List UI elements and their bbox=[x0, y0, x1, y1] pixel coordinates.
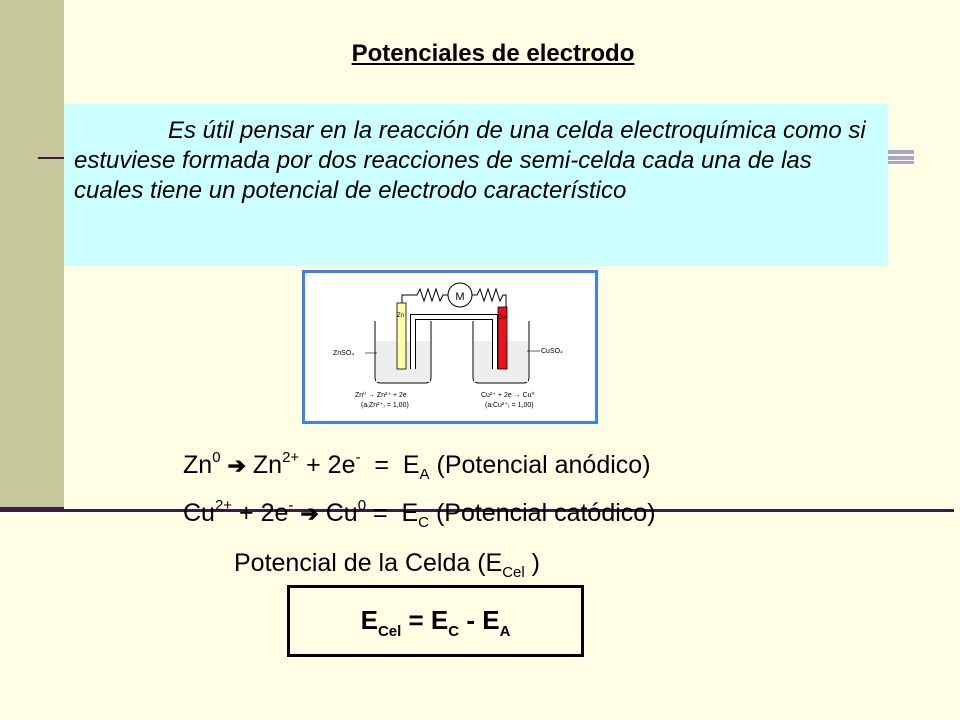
galvanic-cell-figure: M Zn Cu ZnSO₄ CuSO₄ Zn⁰ → Zn²⁺ + 2e (a₍Z… bbox=[302, 270, 598, 424]
motor-icon bbox=[447, 282, 473, 308]
arrow-icon: ➔ bbox=[300, 501, 319, 526]
wire-right bbox=[472, 287, 507, 309]
right-solution-label: CuSO₄ bbox=[541, 348, 563, 355]
divider-line bbox=[888, 150, 914, 164]
right-reaction-label: Cu²⁺ + 2e → Cu⁰ bbox=[481, 391, 535, 399]
cell-potential-formula: ECel = EC - EA bbox=[287, 585, 584, 657]
divider-line bbox=[64, 509, 954, 512]
left-solution-label: ZnSO₄ bbox=[333, 350, 354, 357]
galvanic-cell-diagram: M Zn Cu ZnSO₄ CuSO₄ Zn⁰ → Zn²⁺ + 2e (a₍Z… bbox=[333, 282, 563, 409]
right-activity-label: (a₍Cu²⁺₎ = 1,00) bbox=[485, 402, 534, 409]
intro-text: Es útil pensar en la reacción de una cel… bbox=[74, 117, 866, 204]
wire-left bbox=[401, 287, 448, 313]
page-title: Potenciales de electrodo bbox=[351, 40, 635, 67]
divider-line bbox=[0, 507, 64, 512]
zinc-electrode-label: Zn bbox=[397, 313, 404, 319]
divider-line bbox=[38, 157, 68, 159]
arrow-icon: ➔ bbox=[227, 453, 246, 478]
salt-bridge-inner bbox=[411, 315, 497, 369]
copper-electrode bbox=[497, 306, 508, 370]
cathode-equation: Cu2+ + 2e- ➔ Cu0 = EC (Potencial catódic… bbox=[183, 497, 656, 531]
motor-label: M bbox=[455, 291, 464, 303]
cell-potential-label: Potencial de la Celda (ECel ) bbox=[234, 549, 541, 581]
anode-equation: Zn0 ➔ Zn2+ + 2e- = EA (Potencial anódico… bbox=[183, 449, 651, 483]
left-reaction-label: Zn⁰ → Zn²⁺ + 2e bbox=[355, 391, 407, 399]
zinc-electrode bbox=[396, 302, 407, 370]
side-bar bbox=[0, 0, 64, 512]
copper-electrode-label: Cu bbox=[498, 315, 506, 321]
intro-box: Es útil pensar en la reacción de una cel… bbox=[64, 104, 888, 266]
left-activity-label: (a₍Zn²⁺₎ = 1,00) bbox=[361, 402, 409, 409]
